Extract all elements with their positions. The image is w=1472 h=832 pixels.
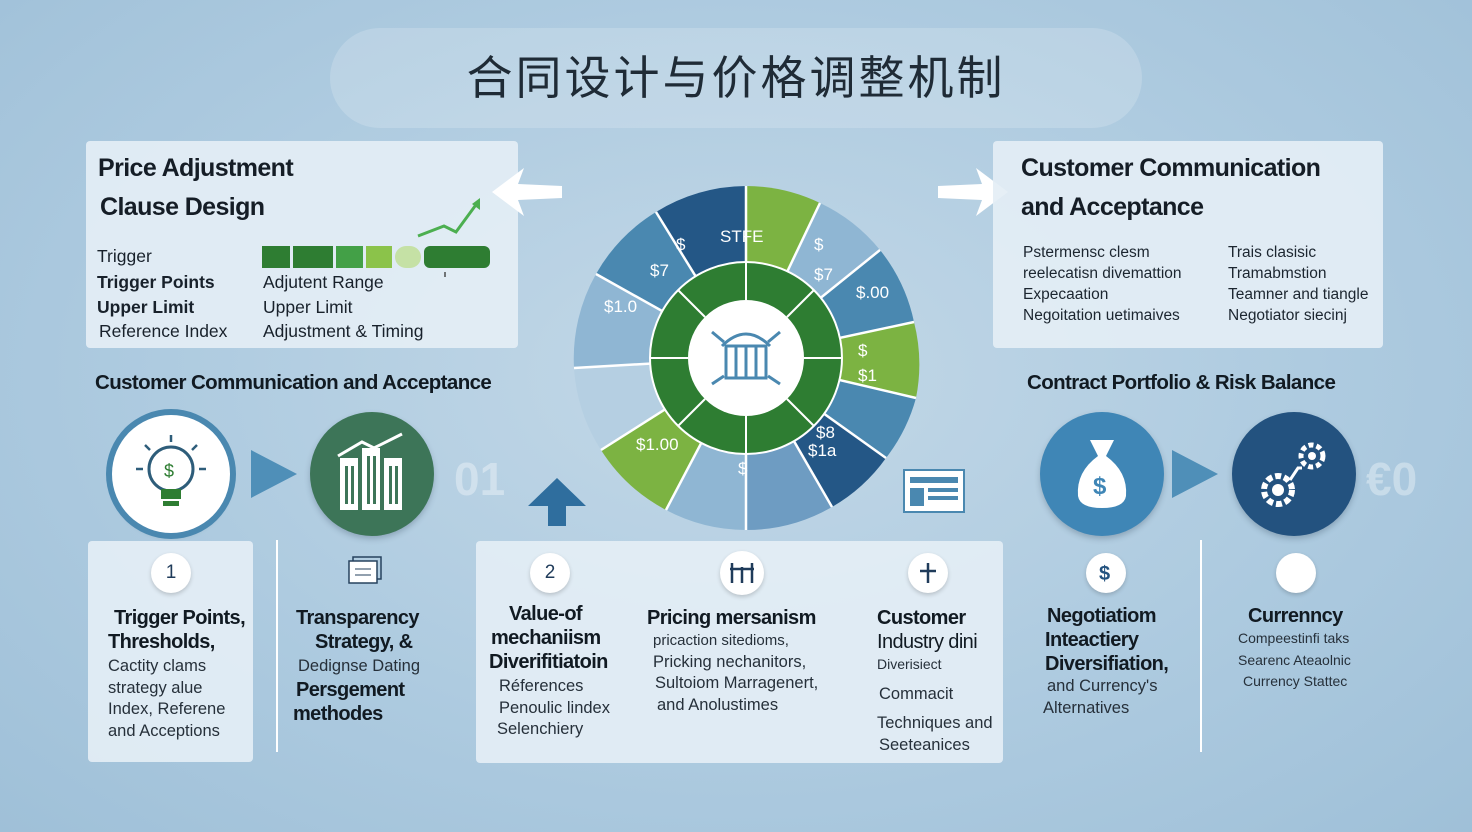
document-icon [903,469,965,513]
trend-arrow-icon [417,198,480,238]
panel-title: Price Adjustment [98,154,294,182]
wheel-label: $1.00 [636,435,679,454]
wheel-label: $8 [816,423,835,442]
buildings-icon [337,432,403,510]
wheel-label: $1 [858,366,877,385]
central-wheel-diagram: STFE $ $7 $.00 $ $1 $8 $1a $ $1.00 $1.0 … [573,186,920,530]
gears-circle [1232,412,1356,536]
section-heading-left: Customer Communication and Acceptance [95,371,492,394]
wheel-label: $7 [814,265,833,284]
lightbulb-circle: $ [112,415,230,533]
label-trigger-points: Trigger Points [97,272,215,292]
wheel-label: $ [738,459,748,478]
label-adjustment-range: Adjutent Range [263,272,384,292]
column-4: Pricing mersanism pricaction sitedioms, … [647,607,819,714]
buildings-circle [310,412,434,536]
arrow-right-icon [251,450,297,498]
svg-text:$: $ [1099,563,1110,585]
divider [276,540,278,752]
column-6: Negotiatiom Inteactiery Diversifiation, … [1043,605,1169,717]
lightbulb-icon: $ [136,435,206,506]
label-reference-index: Reference Index [99,321,228,341]
step-badge-1: 1 [151,553,191,593]
currency-badge-icon: $ [1086,553,1126,593]
column-7: Currenncy Compeestinfi taks Searenc Atea… [1238,605,1351,689]
adjustment-range-bar [262,246,490,277]
wheel-label: $ [858,341,868,360]
step-badge-2: 2 [530,553,570,593]
right-panel-col1: Pstermensc clesm reelecatisn divemattion… [1023,244,1182,324]
wheel-label: $7 [650,261,669,280]
page-title: 合同设计与价格调整机制 [330,28,1142,128]
label-upper-limit-right: Upper Limit [263,297,353,317]
wheel-label: $ [676,235,686,254]
arrow-right-icon [1172,450,1218,498]
column-1: Trigger Points, Thresholds, Cactity clam… [108,607,246,740]
panel-title: and Acceptance [1021,193,1204,221]
wheel-label: $ [814,235,824,254]
label-trigger: Trigger [97,246,152,266]
label-upper-limit: Upper Limit [97,297,195,317]
money-bag-icon: $ [1077,440,1127,508]
section-heading-right: Contract Portfolio & Risk Balance [1027,371,1336,394]
up-arrow-icon [528,478,586,526]
chart-badge-icon [720,551,764,595]
wheel-label: STFE [720,227,763,246]
svg-text:$: $ [1093,473,1107,500]
wheel-label: $1a [808,441,837,460]
currency-badge-icon-2 [1276,553,1316,593]
ghost-number-left: 01 [454,453,506,505]
svg-text:$: $ [164,461,174,481]
right-pointer-arrow-icon [938,168,1008,216]
wheel-label: $.00 [856,283,889,302]
customer-communication-panel: Customer Communication and Acceptance Ps… [993,141,1383,348]
document-stack-icon [347,553,387,592]
divider [1200,540,1202,752]
ghost-number-right: €0 [1366,453,1418,505]
price-adjustment-panel: Price Adjustment Clause Design Trigger T… [86,141,518,348]
column-2: Transparency Strategy, & Dedignse Dating… [293,607,420,725]
wheel-label: $1.0 [604,297,637,316]
panel-title: Clause Design [100,193,265,221]
label-adjustment-timing: Adjustment & Timing [263,321,424,341]
money-bag-circle: $ [1040,412,1164,536]
left-pointer-arrow-icon [492,168,562,216]
column-3: Value-of mechaniism Diverifitiatoin Réfe… [489,603,610,738]
panel-title: Customer Communication [1021,154,1321,182]
plus-badge-icon [908,553,948,593]
right-panel-col2: Trais clasisic Tramabmstion Teamner and … [1228,244,1369,324]
column-5: Customer Industry dini Diverisiect Comma… [877,607,993,754]
gears-icon [1261,442,1326,507]
building-icon [711,330,781,386]
